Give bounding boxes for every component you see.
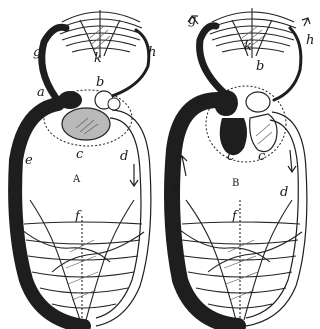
figure-b-label-d: d bbox=[280, 185, 288, 200]
figure-b-label-c2: c bbox=[258, 149, 266, 164]
figure-b-label-e: e bbox=[173, 181, 181, 196]
figure-b-lung-capillaries bbox=[210, 8, 296, 58]
figure-a-label-e: e bbox=[25, 153, 33, 168]
figure-a-aorta-inner bbox=[96, 118, 141, 318]
figure-b: g h k a b c c e d f B bbox=[172, 8, 314, 326]
figure-b-auricle-b bbox=[246, 92, 270, 112]
figure-b-arrow-d bbox=[288, 150, 296, 172]
figure-a-pulmonary-artery bbox=[42, 27, 66, 98]
figure-a-label-b: b bbox=[96, 75, 104, 90]
figure-b-label-c1: c bbox=[227, 149, 235, 164]
figure-b-pulmonary-vein bbox=[274, 28, 301, 100]
figure-a-label-a: a bbox=[37, 85, 45, 100]
figure-a-label-g: g bbox=[33, 45, 41, 60]
figure-b-label-g: g bbox=[188, 13, 196, 28]
figure-a-pulmonary-vein bbox=[112, 30, 149, 96]
figure-b-label-a: a bbox=[196, 95, 204, 110]
figure-a-label-c: c bbox=[76, 147, 84, 162]
figure-b-ventricle-c-right bbox=[250, 114, 277, 152]
figure-a-label-k: k bbox=[94, 51, 102, 66]
figure-b-aorta-inner bbox=[246, 120, 298, 318]
figure-a-caption: A bbox=[72, 174, 81, 185]
figure-b-caption: B bbox=[232, 178, 239, 189]
figure-a-label-d: d bbox=[120, 149, 128, 164]
figure-a-label-h: h bbox=[148, 45, 156, 60]
figure-a-arrow-d bbox=[130, 164, 138, 186]
figure-b-label-h: h bbox=[306, 33, 314, 48]
figure-b-label-b: b bbox=[256, 59, 264, 74]
figure-b-label-k: k bbox=[244, 39, 252, 54]
figure-a: g h k a b c e d f A bbox=[15, 10, 156, 326]
figure-a-ventricle-c bbox=[62, 108, 110, 140]
